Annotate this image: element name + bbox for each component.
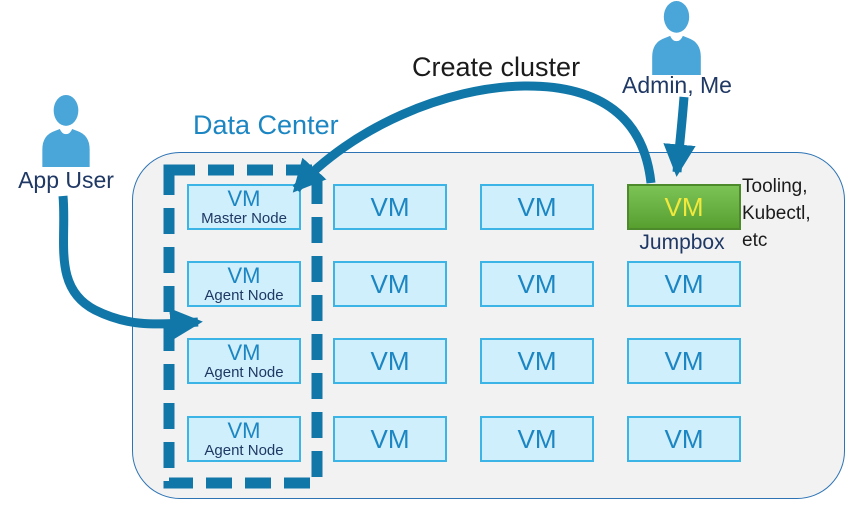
data-center-label: Data Center [193, 110, 339, 140]
vm-box-r2c2: VM [333, 261, 447, 307]
vm-box-r4c3: VM [480, 416, 594, 462]
vm-subtitle: Agent Node [204, 286, 284, 304]
vm-box-agent-node-3: VM Agent Node [187, 416, 301, 462]
vm-box-r4c4: VM [627, 416, 741, 462]
vm-box-r3c3: VM [480, 338, 594, 384]
vm-title: VM [227, 185, 261, 211]
vm-box-r2c3: VM [480, 261, 594, 307]
tooling-line-2: Kubectl, [742, 203, 811, 224]
vm-box-r3c2: VM [333, 338, 447, 384]
vm-box-jumpbox: VM [627, 184, 741, 230]
app-user-icon [40, 95, 92, 167]
app-user-label: App User [18, 167, 114, 193]
vm-box-agent-node-2: VM Agent Node [187, 338, 301, 384]
vm-title: VM [227, 417, 261, 443]
tooling-line-3: etc [742, 230, 768, 251]
vm-box-r1c2: VM [333, 184, 447, 230]
admin-icon [650, 1, 703, 75]
vm-title: VM [227, 339, 261, 365]
vm-subtitle: Agent Node [204, 363, 284, 381]
jumpbox-label: Jumpbox [639, 231, 725, 254]
vm-subtitle: Master Node [201, 209, 287, 227]
vm-box-r2c4: VM [627, 261, 741, 307]
tooling-line-1: Tooling, [742, 176, 808, 197]
tooling-label: Tooling, Kubectl, etc [742, 173, 860, 254]
vm-title: VM [227, 262, 261, 288]
vm-box-r3c4: VM [627, 338, 741, 384]
vm-box-r1c3: VM [480, 184, 594, 230]
vm-box-master-node: VM Master Node [187, 184, 301, 230]
vm-box-r4c2: VM [333, 416, 447, 462]
admin-label: Admin, Me [622, 72, 732, 98]
create-cluster-label: Create cluster [412, 52, 581, 82]
vm-box-agent-node-1: VM Agent Node [187, 261, 301, 307]
vm-subtitle: Agent Node [204, 441, 284, 459]
